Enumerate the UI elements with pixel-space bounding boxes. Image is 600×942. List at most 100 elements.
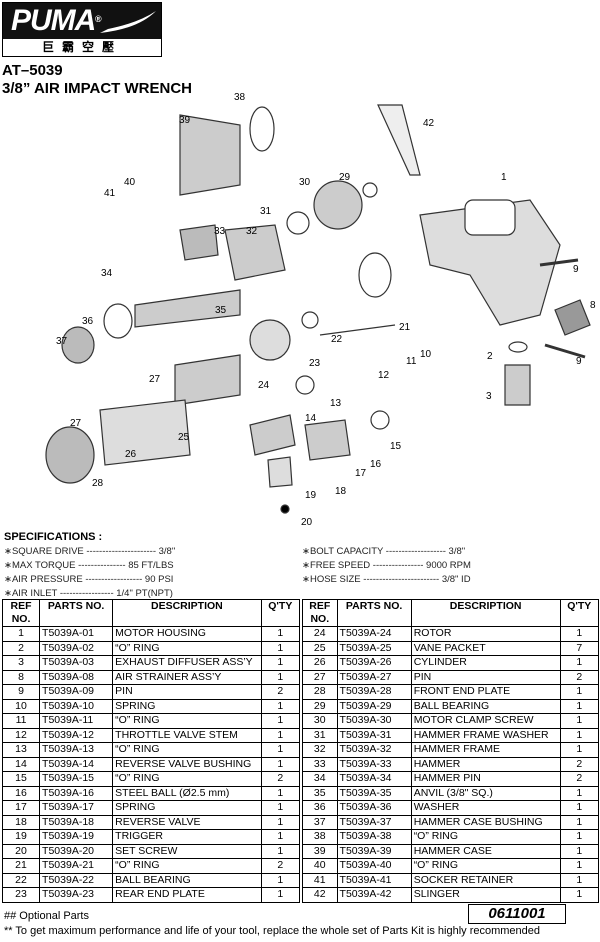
table-cell: 10 — [1, 698, 41, 714]
table-cell: T5039A-02 — [39, 640, 114, 656]
table-cell: REVERSE VALVE — [112, 814, 262, 830]
table-cell: 13 — [1, 742, 41, 758]
table-cell: 14 — [1, 756, 41, 772]
spec-air-pressure: ∗AIR PRESSURE ------------------ 90 PSI — [4, 574, 174, 585]
product-title: 3/8” AIR IMPACT WRENCH — [2, 80, 193, 97]
table-cell: 37 — [302, 814, 338, 830]
table-cell: 1 — [260, 713, 301, 729]
model-number: AT–5039 — [2, 62, 63, 79]
table-cell: 11 — [1, 713, 41, 729]
callout-label: 9 — [576, 356, 582, 367]
table-cell: ANVIL (3/8" SQ.) — [410, 785, 561, 801]
table-cell: REVERSE VALVE BUSHING — [112, 756, 262, 772]
table-cell: T5039A-08 — [39, 669, 114, 685]
brand-name: PUMA — [11, 4, 96, 37]
spec-max-torque: ∗MAX TORQUE --------------- 85 FT/LBS — [4, 560, 174, 571]
callout-label: 42 — [423, 118, 435, 129]
table-cell: HAMMER FRAME — [410, 742, 561, 758]
table-cell: T5039A-35 — [336, 785, 412, 801]
table-cell: T5039A-34 — [336, 771, 412, 787]
table-cell: SOCKER RETAINER — [410, 872, 561, 888]
table-cell: PIN — [410, 669, 561, 685]
table-cell: 1 — [260, 887, 301, 903]
callout-label: 41 — [104, 188, 116, 199]
table-cell: 1 — [260, 872, 301, 888]
puma-logo: PUMA® 巨霸空壓 — [2, 2, 162, 57]
table-cell: T5039A-17 — [39, 800, 114, 816]
table-cell: 2 — [260, 771, 301, 787]
table-cell: 16 — [1, 785, 41, 801]
table-cell: T5039A-15 — [39, 771, 114, 787]
spec-hose-size: ∗HOSE SIZE ------------------------ 3/8"… — [302, 574, 471, 585]
table-cell: 1 — [260, 640, 301, 656]
callout-label: 36 — [82, 316, 94, 327]
table-cell: “O” RING — [112, 858, 262, 874]
table-cell: 1 — [260, 698, 301, 714]
callout-label: 8 — [590, 300, 596, 311]
table-cell: T5039A-09 — [39, 684, 114, 700]
table-cell: REAR END PLATE — [112, 887, 262, 903]
table-cell: 1 — [559, 684, 600, 700]
table-cell: T5039A-10 — [39, 698, 114, 714]
table-cell: 1 — [559, 655, 600, 671]
table-cell: 41 — [302, 872, 338, 888]
table-cell: “O” RING — [410, 858, 561, 874]
table-cell: T5039A-01 — [39, 626, 114, 642]
table-cell: 1 — [559, 626, 600, 642]
table-cell: 27 — [302, 669, 338, 685]
callout-label: 11 — [406, 356, 417, 367]
callout-label: 40 — [124, 177, 136, 188]
callout-label: 25 — [178, 432, 190, 443]
table-cell: 1 — [559, 858, 600, 874]
table-cell: “O” RING — [410, 829, 561, 845]
table-cell: T5039A-30 — [336, 713, 412, 729]
table-cell: 31 — [302, 727, 338, 743]
table-cell: T5039A-31 — [336, 727, 412, 743]
table-cell: 2 — [559, 756, 600, 772]
column-header: PARTS NO. — [39, 599, 114, 627]
callout-label: 18 — [335, 486, 347, 497]
table-cell: AIR STRAINER ASS’Y — [112, 669, 262, 685]
callout-label: 3 — [486, 391, 492, 402]
table-cell: SPRING — [112, 698, 262, 714]
callout-label: 38 — [234, 92, 246, 103]
column-header: Q'TY — [260, 599, 301, 627]
table-cell: 29 — [302, 698, 338, 714]
callout-label: 17 — [355, 468, 367, 479]
table-cell: 18 — [1, 814, 41, 830]
table-cell: 20 — [1, 843, 41, 859]
callout-label: 19 — [305, 490, 317, 501]
callout-label: 32 — [246, 226, 258, 237]
table-cell: T5039A-03 — [39, 655, 114, 671]
table-cell: 1 — [260, 669, 301, 685]
callout-label: 31 — [260, 206, 272, 217]
table-cell: 1 — [559, 785, 600, 801]
table-cell: 34 — [302, 771, 338, 787]
table-cell: HAMMER CASE BUSHING — [410, 814, 561, 830]
table-cell: T5039A-36 — [336, 800, 412, 816]
table-cell: 42 — [302, 887, 338, 903]
table-cell: 1 — [260, 727, 301, 743]
callout-label: 9 — [573, 264, 579, 275]
table-cell: CYLINDER — [410, 655, 561, 671]
table-cell: SET SCREW — [112, 843, 262, 859]
table-cell: 38 — [302, 829, 338, 845]
